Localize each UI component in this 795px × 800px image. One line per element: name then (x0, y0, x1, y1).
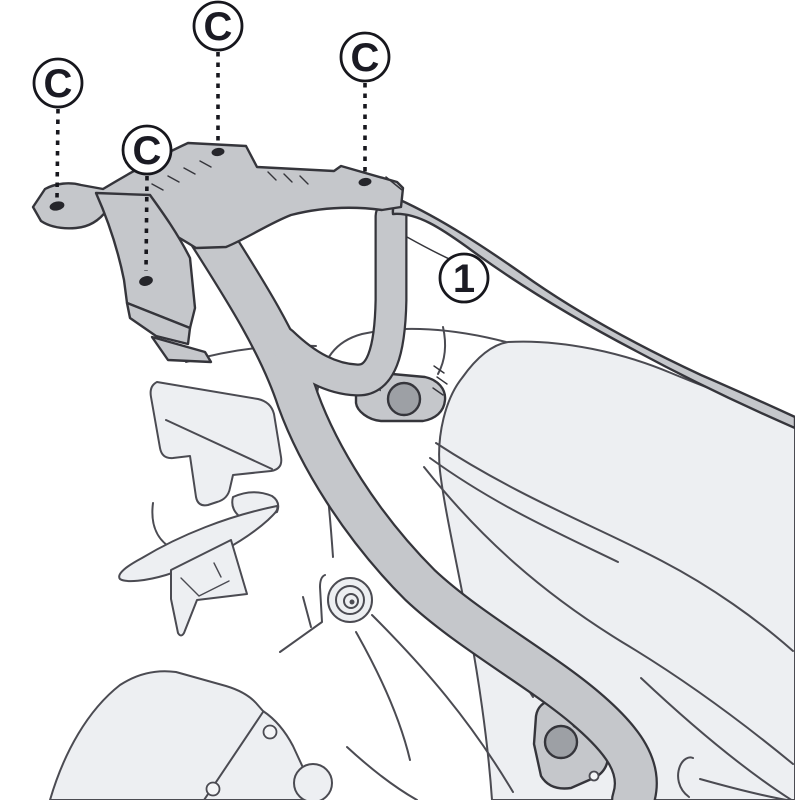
mounting-hole-c3 (211, 147, 225, 157)
mounting-hole-c4 (358, 177, 372, 187)
tail-hook-line (677, 756, 694, 798)
callout-c4-label: C (351, 36, 380, 80)
rack-rear-arm (391, 197, 795, 430)
mounting-hole-c1 (49, 201, 65, 211)
callout-c2-ring (121, 124, 173, 176)
upper-mount-bolt (386, 381, 422, 417)
callout-c2: C (121, 124, 173, 176)
spring-mount-line (279, 574, 326, 653)
callout-c1-ring (32, 57, 84, 109)
rear-hub-circle (293, 763, 333, 800)
side-panel (49, 670, 319, 800)
mounting-hole-c2 (139, 276, 153, 286)
rack-u-brace (267, 201, 406, 395)
panel-bolt-hole (205, 781, 221, 797)
footpeg-bracket (170, 539, 248, 637)
callout-c4: C (339, 31, 391, 83)
callout-c2-label: C (133, 129, 162, 173)
tail-seam-line (429, 457, 619, 563)
bracket-foot (150, 335, 213, 364)
bracket-facet (125, 301, 192, 346)
panel-bolt-hole (262, 724, 278, 740)
callout-c1: C (32, 57, 84, 109)
callout-c1-label: C (44, 62, 73, 106)
leader-line-c1 (55, 108, 60, 200)
tail-seam-line (699, 778, 793, 800)
callout-part-1-label: 1 (453, 257, 475, 301)
lower-mount-bolt (543, 724, 579, 760)
callout-c3-label: C (204, 5, 233, 49)
callout-part-1: 1 (438, 252, 490, 304)
rack-top-plate (31, 141, 405, 250)
lower-mount-hole (588, 770, 600, 782)
tail-seam-line (435, 442, 794, 652)
tail-seam-line (423, 466, 794, 765)
plate-edge-line (385, 176, 403, 191)
callout-c3: C (192, 0, 244, 52)
callout-c3-ring (192, 0, 244, 52)
tail-seam-line (640, 677, 794, 800)
panel-gap-ticks (432, 365, 448, 396)
callouts: C C C C 1 (32, 0, 490, 304)
footpeg-blade (118, 505, 279, 583)
callout-c4-ring (339, 31, 391, 83)
spring-center (349, 599, 355, 605)
fender-line (371, 614, 514, 793)
fender-line (355, 631, 411, 761)
bracket-detail-line (180, 562, 230, 597)
fender-line (346, 746, 418, 800)
leader-lines (55, 52, 367, 272)
plate-hatch-ticks (151, 160, 309, 191)
callout-part-1-ring (438, 252, 490, 304)
grab-panel-line (165, 419, 273, 470)
